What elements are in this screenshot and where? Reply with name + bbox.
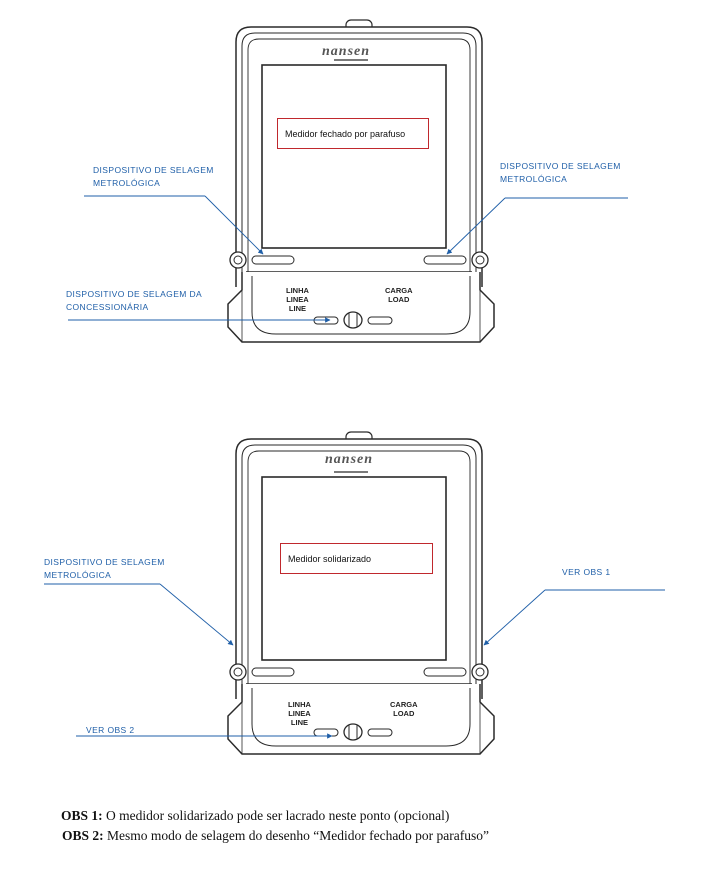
note-obs-2-text: Mesmo modo de selagem do desenho “Medido… <box>103 828 490 843</box>
note-obs-1-label: OBS 1: <box>61 808 103 823</box>
meter-2-outline <box>227 431 495 755</box>
callout-see-obs-2: VER OBS 2 <box>86 725 135 735</box>
status-box-solidarized: Medidor solidarizado <box>280 543 433 574</box>
note-obs-2-label: OBS 2: <box>62 828 104 843</box>
note-obs-1: OBS 1: O medidor solidarizado pode ser l… <box>61 808 449 824</box>
brand-logo: nansen <box>325 452 374 467</box>
callout-see-obs-1: VER OBS 1 <box>562 567 611 577</box>
note-obs-1-text: O medidor solidarizado pode ser lacrado … <box>102 808 450 823</box>
meter-1-outline <box>227 19 495 343</box>
status-box-closed-by-screw: Medidor fechado por parafuso <box>277 118 429 149</box>
note-obs-2: OBS 2: Mesmo modo de selagem do desenho … <box>62 828 489 844</box>
brand-logo: nansen <box>322 44 371 59</box>
